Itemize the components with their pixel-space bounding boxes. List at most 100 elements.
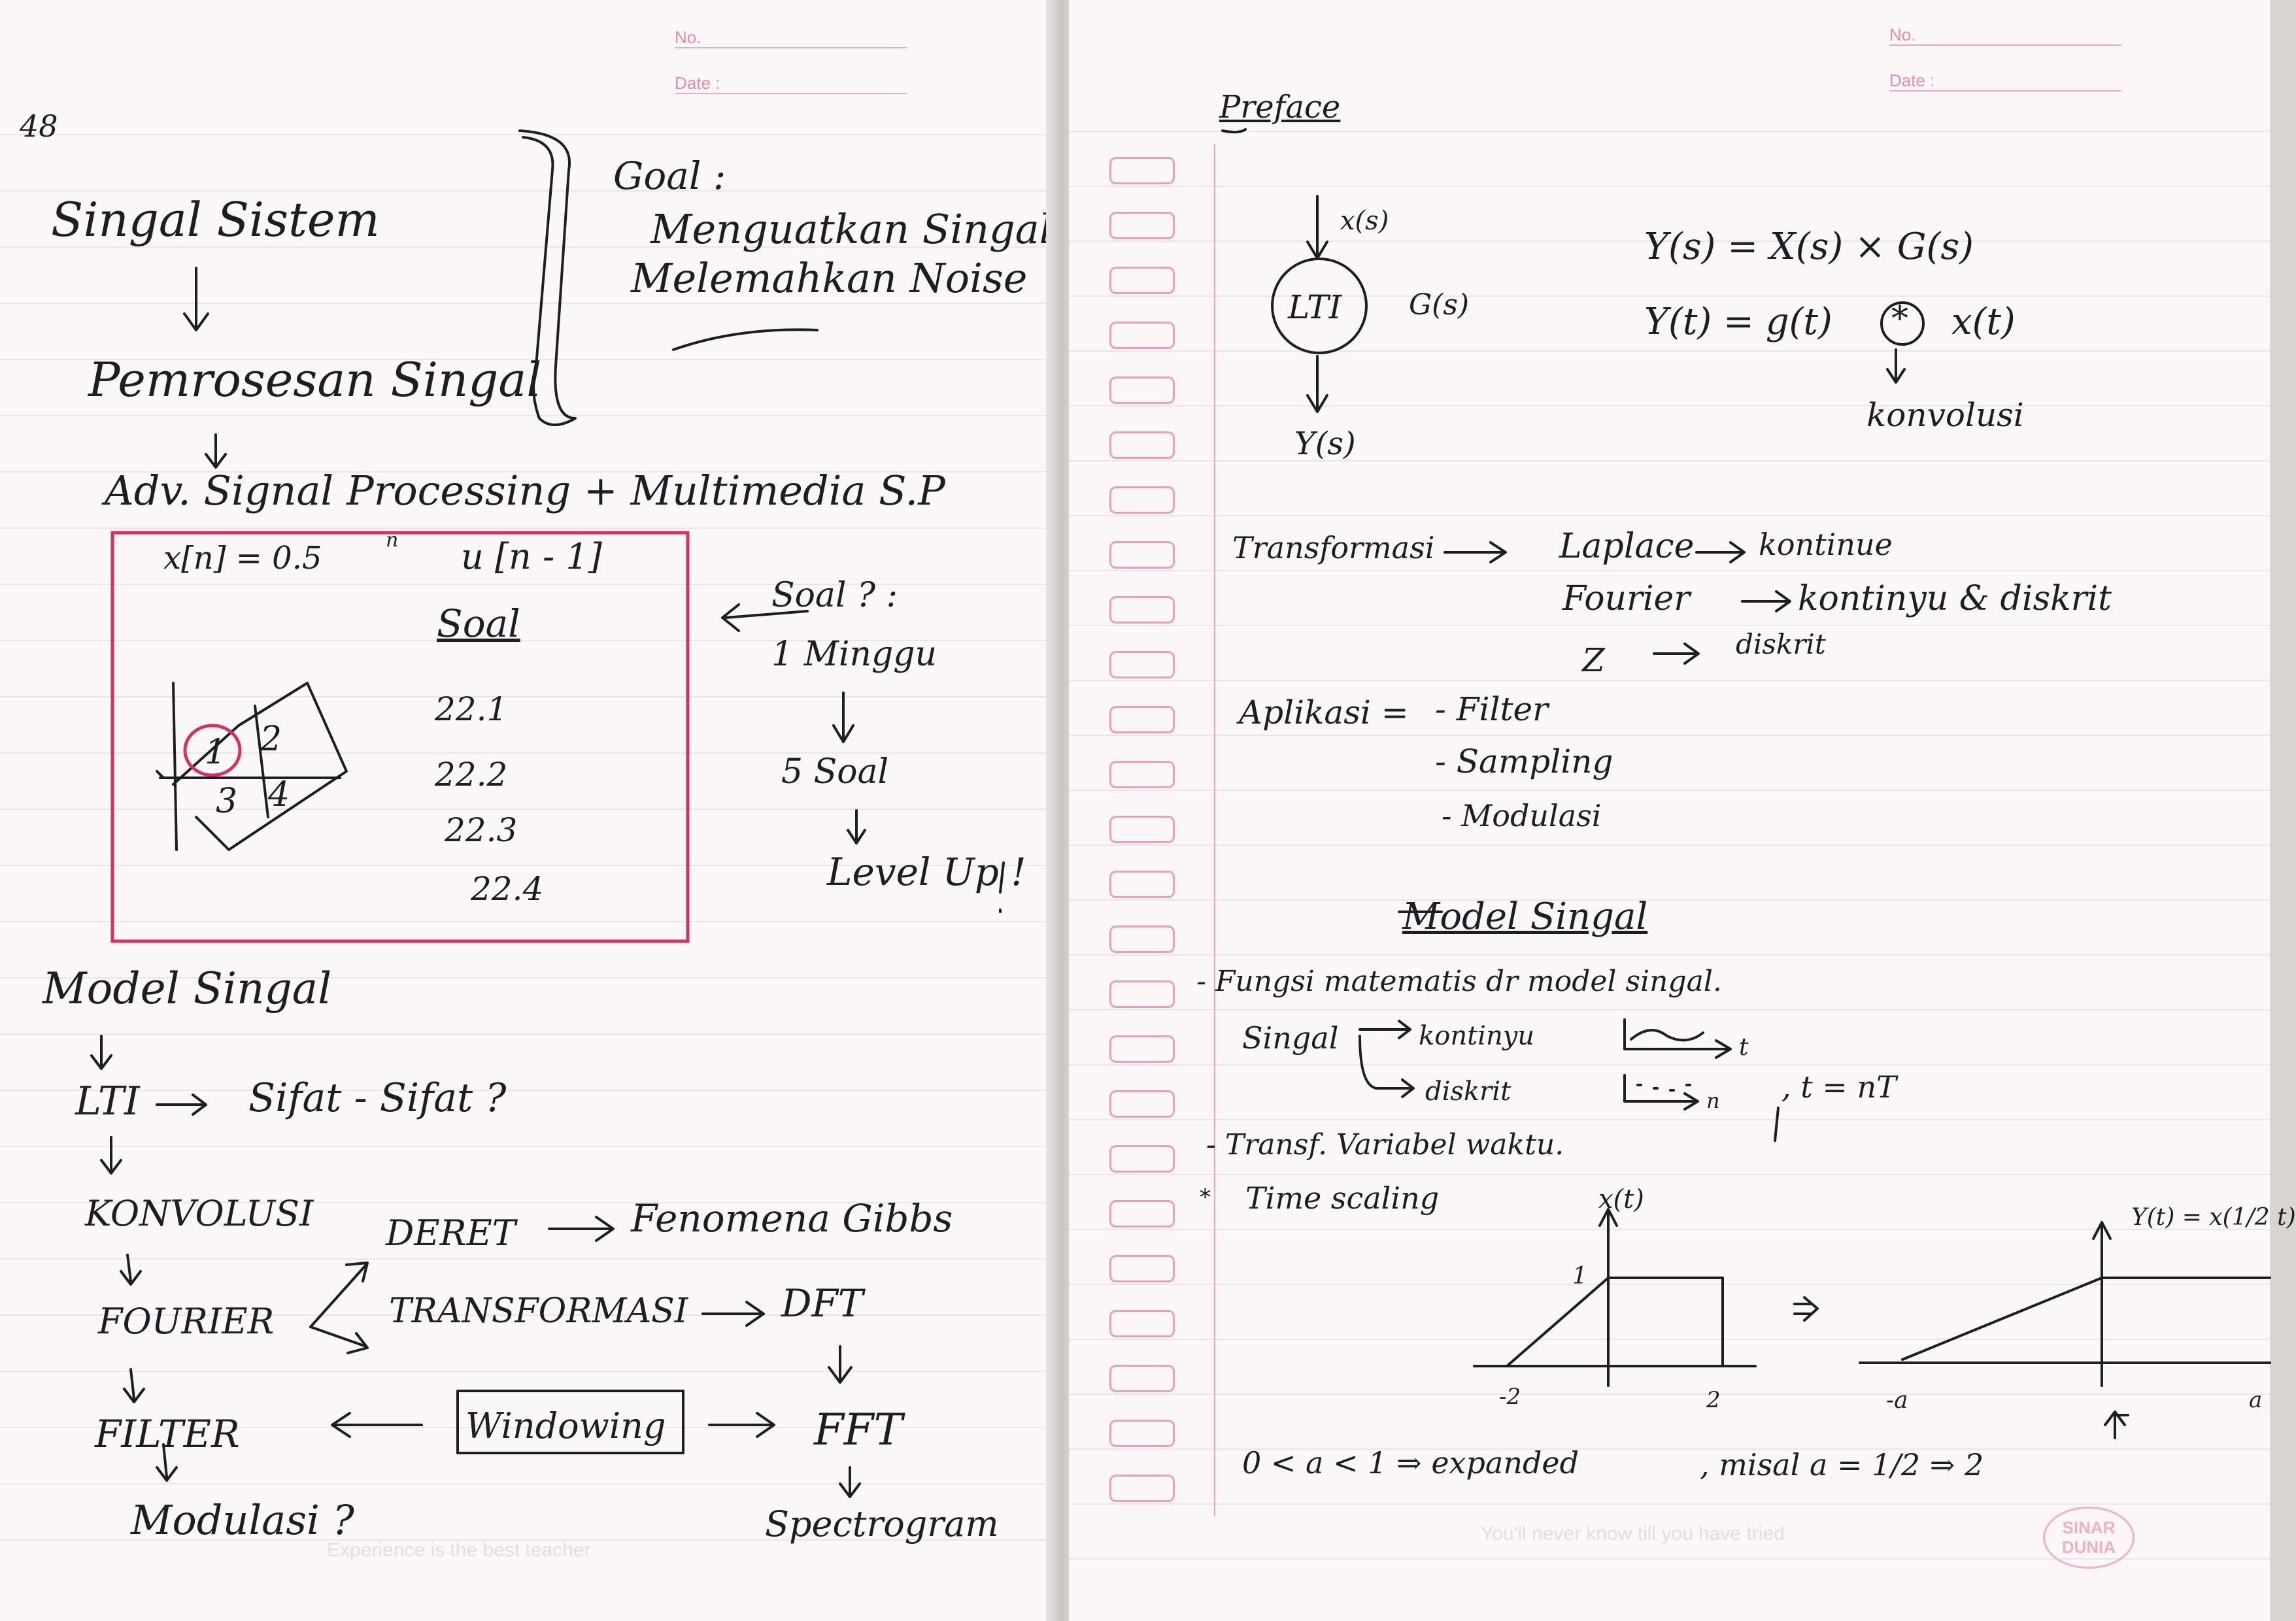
binder-ring: [1109, 486, 1175, 514]
date-label: Date :: [675, 73, 720, 93]
ruled-line: [1069, 1229, 2270, 1230]
sinar-dunia-logo: SINAR DUNIA: [2043, 1507, 2135, 1569]
transformation-variable: - Transf. Variabel waktu.: [1206, 1128, 1564, 1161]
binder-ring: [1109, 926, 1175, 953]
left-footer-motto: Experience is the best teacher: [327, 1539, 591, 1561]
ruled-line: [0, 921, 1056, 922]
ruled-line: [1069, 899, 2270, 901]
ruled-line: [1069, 1448, 2270, 1450]
arrow-right-icon: [1741, 590, 1791, 612]
no-line: [1889, 44, 2121, 46]
arrow-down-icon: [205, 433, 227, 469]
continuous-axis: [1623, 1018, 1732, 1059]
flow-dft: DFT: [781, 1281, 864, 1326]
graph2-xtick: -a: [1886, 1387, 1908, 1414]
ruled-line: [0, 134, 1056, 135]
ruled-line: [0, 1427, 1056, 1428]
arrow-down-icon: [1886, 348, 1906, 384]
date-line: [675, 93, 907, 94]
ruled-line: [1069, 350, 2270, 352]
arrow-right-icon: [1695, 541, 1746, 563]
binder-ring: [1109, 761, 1175, 788]
left-notebook-page: No. Date : 48 Singal Sistem Pemrosesan S…: [0, 0, 1056, 1621]
graph2-xtick: a: [2249, 1387, 2263, 1413]
transform-name: Fourier: [1562, 579, 1691, 618]
ruled-line: [0, 1090, 1056, 1091]
expanded-example: , misal a = 1/2 ⇒ 2: [1700, 1447, 1984, 1482]
singal-label: Singal: [1242, 1020, 1339, 1056]
arrow-down-icon: [828, 1345, 853, 1384]
arrow-right-icon: [708, 1412, 775, 1438]
transform-name: Laplace: [1559, 527, 1695, 566]
transform-domain: kontinyu & diskrit: [1798, 579, 2112, 618]
ruled-line: [0, 584, 1056, 585]
date-line: [1889, 90, 2121, 92]
goal-line-2: Melemahkan Noise: [631, 254, 1028, 302]
transform-domain: diskrit: [1736, 628, 1826, 660]
transform-name: Z: [1582, 641, 1605, 679]
arrow-left-icon: [721, 603, 809, 632]
grid-tick: [156, 770, 165, 779]
arrow-down-icon: [120, 1254, 142, 1286]
graph2-y-axis: [2092, 1221, 2112, 1387]
arrow-down-icon: [847, 809, 866, 844]
soal-note-week: 1 Minggu: [771, 635, 937, 674]
convolution-operator: *: [1891, 299, 1908, 339]
exclamation-mark: [999, 861, 1005, 913]
ruled-line: [1069, 1394, 2270, 1395]
ruled-line: [1069, 131, 2270, 132]
bracket-stroke: [518, 129, 577, 426]
ruled-line: [0, 809, 1056, 810]
expanded-rule: 0 < a < 1 ⇒ expanded: [1242, 1445, 1579, 1480]
binder-ring: [1109, 1310, 1175, 1337]
convolution-note: konvolusi: [1866, 396, 2024, 434]
ruled-line: [1069, 954, 2270, 956]
transformasi-label: Transformasi: [1232, 530, 1435, 565]
right-page-drawings: [1221, 128, 2271, 1439]
binder-ring: [1109, 322, 1175, 349]
flow-filter: FILTER: [95, 1412, 240, 1456]
arrow-right-icon: [548, 1216, 615, 1242]
ruled-line: [0, 1371, 1056, 1372]
arrow-down-icon: [1306, 355, 1328, 413]
binder-ring: [1109, 1255, 1175, 1282]
implies-arrow-icon: [1793, 1296, 1819, 1322]
goal-line-1: Menguatkan Singal: [650, 205, 1053, 253]
goal-underline: [672, 328, 819, 351]
comma-stroke: [1774, 1107, 1780, 1142]
grid-cell-4: 4: [268, 775, 290, 814]
binder-ring: [1109, 157, 1175, 184]
soal-note-question: Soal ? :: [771, 576, 898, 615]
soal-note-levelup: Level Up !: [827, 850, 1026, 894]
ruled-line: [0, 752, 1056, 754]
ruled-line: [1069, 735, 2270, 736]
right-notebook-page: No. Date : Preface x(s) LTI G(s) Y(s) Y(…: [1069, 0, 2296, 1621]
flow-modulation: Modulasi ?: [131, 1496, 354, 1544]
binder-ring: [1109, 541, 1175, 569]
binder-ring: [1109, 1420, 1175, 1447]
arrow-down-icon: [832, 692, 854, 743]
binder-ring: [1109, 267, 1175, 294]
binder-ring: [1109, 596, 1175, 624]
ruled-line: [1069, 790, 2270, 791]
arrow-right-icon: [1443, 541, 1507, 563]
discrete-axis: [1623, 1074, 1699, 1111]
ruled-line: [0, 471, 1056, 473]
no-label: No.: [675, 27, 701, 47]
star-bullet: *: [1200, 1184, 1211, 1211]
sample-relation: , t = nT: [1781, 1069, 1897, 1105]
binder-ring: [1109, 1475, 1175, 1502]
ruled-line: [0, 696, 1056, 697]
flow-windowing: Windowing: [465, 1405, 666, 1446]
ruled-line: [1069, 1009, 2270, 1011]
margin-line: [1214, 144, 1215, 1516]
red-circle-highlight: [183, 724, 242, 777]
binder-ring: [1109, 1035, 1175, 1063]
ruled-line: [1069, 241, 2270, 242]
box-formula-right: u [n - 1]: [461, 536, 602, 577]
binder-ring: [1109, 1200, 1175, 1228]
grid-cell-2: 2: [260, 720, 282, 759]
ruled-line: [1069, 1284, 2270, 1285]
ruled-line: [1069, 1119, 2270, 1120]
arrow-right-icon: [156, 1094, 207, 1116]
